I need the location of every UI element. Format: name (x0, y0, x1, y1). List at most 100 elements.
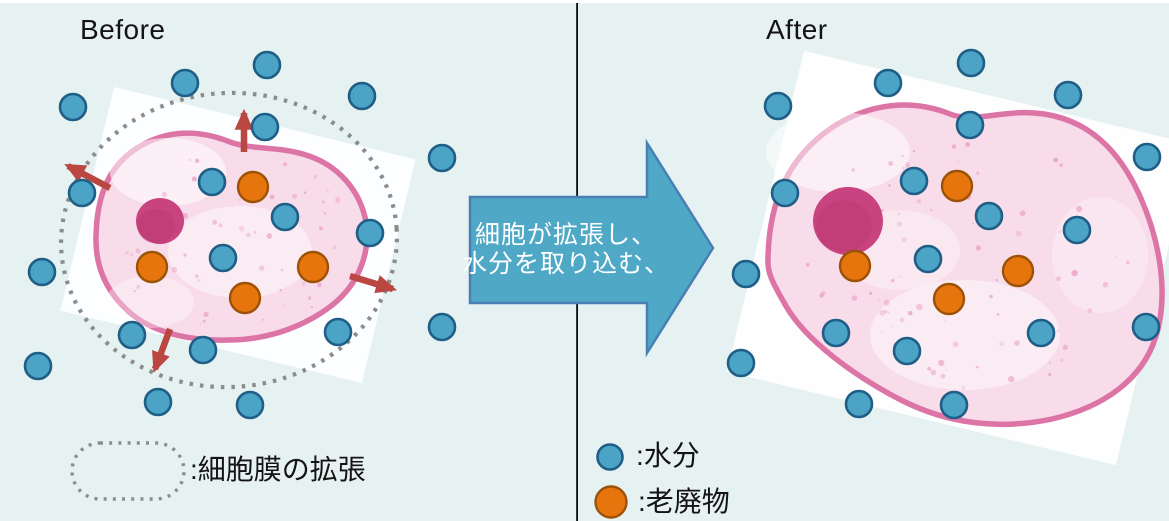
waste-molecules-after (838, 169, 1035, 316)
speckle (1048, 373, 1052, 377)
speckle (1114, 256, 1117, 258)
speckle (945, 369, 948, 371)
water-molecule (731, 259, 761, 289)
speckle (171, 266, 178, 273)
water-molecule (1132, 142, 1162, 172)
speckle (283, 304, 285, 307)
speckle (203, 311, 209, 318)
speckle (904, 162, 911, 168)
water-molecule (1053, 80, 1083, 110)
speckle (888, 161, 894, 166)
speckle (202, 319, 206, 324)
before-title: Before (80, 14, 166, 45)
legend-waste-symbol (594, 485, 628, 519)
speckle (303, 191, 307, 194)
speckle (961, 385, 966, 390)
legend-membrane-label: :細胞膜の拡張 (190, 454, 366, 485)
waste-molecule (135, 250, 169, 284)
speckle (301, 282, 306, 286)
water-molecule (23, 351, 53, 381)
speckle (280, 268, 284, 272)
water-molecule (323, 317, 353, 347)
water-molecules-before (23, 50, 457, 420)
after-panel (726, 48, 1169, 466)
water-molecule (427, 312, 457, 342)
speckle (916, 303, 923, 311)
water-molecule (873, 68, 903, 98)
speckle (292, 193, 298, 199)
water-molecule (955, 110, 985, 140)
nucleus-shading (816, 200, 872, 252)
speckle (1076, 205, 1083, 213)
speckle (310, 306, 313, 309)
water-molecule (1026, 318, 1056, 348)
speckle (891, 325, 894, 328)
speckle (238, 225, 245, 232)
speckle (266, 233, 273, 239)
water-molecule (197, 167, 227, 197)
speckle (269, 194, 275, 200)
water-molecule (892, 336, 922, 366)
water-molecule (355, 218, 385, 248)
speckle (261, 318, 264, 321)
nucleus-before (136, 198, 184, 244)
speckle (191, 176, 197, 182)
top-margin-strip (0, 0, 1169, 3)
water-molecule (1062, 215, 1092, 245)
transition-caption-line2: 水分を取り込む、 (461, 250, 670, 278)
speckle (1059, 163, 1064, 168)
water-molecule (58, 92, 88, 122)
water-molecule (143, 387, 173, 417)
speckle (883, 299, 890, 306)
water-molecule (427, 143, 457, 173)
speckle (1087, 308, 1093, 314)
speckle (884, 309, 888, 314)
speckle (896, 221, 903, 227)
water-molecule (27, 257, 57, 287)
legend-water-symbol (596, 443, 624, 471)
water-molecule (250, 112, 280, 142)
transition-arrow-caption: 細胞が拡張し、 水分を取り込む、 (450, 221, 682, 279)
speckle (1048, 361, 1052, 364)
speckle (133, 290, 136, 292)
speckle (999, 341, 1004, 347)
membrane-expansion-dotted-outline (58, 90, 400, 390)
speckle (253, 231, 257, 234)
speckle (1126, 260, 1130, 265)
speckle (1015, 230, 1022, 237)
membrane-expansion-arrow (349, 272, 398, 294)
speckle (326, 189, 329, 192)
speckle (927, 366, 932, 371)
water-molecule (763, 91, 793, 121)
speckle (877, 299, 880, 302)
speckle (195, 274, 199, 278)
speckle (316, 282, 322, 288)
speckle (851, 295, 858, 302)
before-panel (23, 50, 457, 420)
water-molecule (844, 389, 874, 419)
speckle (888, 184, 891, 187)
speckle (943, 319, 946, 322)
water-molecule (770, 178, 800, 208)
after-title: After (766, 14, 828, 45)
nucleus-shading (137, 208, 175, 244)
speckle (930, 369, 937, 376)
membrane-expansion-arrow (151, 327, 174, 373)
water-molecule (939, 390, 969, 420)
water-molecule (170, 68, 200, 98)
speckle (880, 331, 883, 334)
speckle (1008, 375, 1015, 383)
waste-molecule (932, 282, 966, 316)
speckle (989, 294, 993, 299)
speckle (135, 248, 141, 254)
speckle (901, 154, 904, 158)
speckle (902, 166, 905, 169)
water-molecule (67, 178, 97, 208)
speckle (283, 162, 288, 167)
water-molecule (974, 201, 1004, 231)
waste-molecules-before (135, 170, 330, 315)
speckle (318, 226, 323, 231)
membrane-expansion-arrow (64, 163, 112, 191)
speckle (321, 200, 325, 204)
